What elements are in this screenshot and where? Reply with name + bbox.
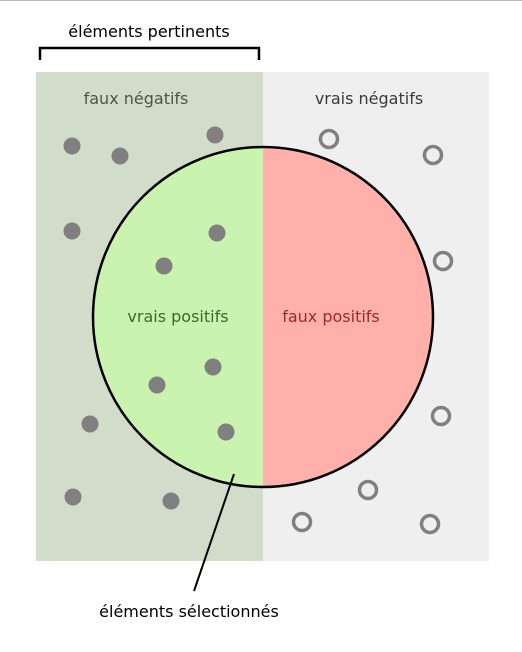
irrelevant-ring: [291, 511, 313, 533]
irrelevant-ring: [318, 128, 340, 150]
relevant-dot: [148, 376, 166, 394]
selected-pointer-line: [193, 473, 235, 592]
relevant-dot: [162, 492, 180, 510]
relevant-dot: [208, 224, 226, 242]
relevant-dot: [155, 257, 173, 275]
relevant-dot: [63, 222, 81, 240]
true-negatives-label: vrais négatifs: [315, 89, 423, 108]
false-negatives-label: faux négatifs: [84, 89, 189, 108]
irrelevant-ring: [422, 144, 444, 166]
irrelevant-ring: [357, 479, 379, 501]
relevant-elements-label: éléments pertinents: [68, 22, 229, 41]
true-positives-label: vrais positifs: [127, 307, 228, 326]
relevant-dot: [217, 423, 235, 441]
relevant-dot: [206, 126, 224, 144]
false-positives-half: [263, 147, 433, 487]
irrelevant-ring: [432, 250, 454, 272]
irrelevant-ring: [419, 513, 441, 535]
selected-elements-label: éléments sélectionnés: [99, 602, 279, 621]
relevant-dots: [63, 126, 235, 510]
top-border-line: [0, 0, 522, 1]
irrelevant-rings: [291, 128, 454, 535]
irrelevant-ring: [430, 405, 452, 427]
false-positives-label: faux positifs: [282, 307, 380, 326]
relevant-dot: [204, 358, 222, 376]
relevant-dot: [81, 415, 99, 433]
relevant-dot: [64, 488, 82, 506]
relevant-dot: [111, 147, 129, 165]
relevant-bracket: [38, 46, 261, 60]
relevant-dot: [63, 137, 81, 155]
selected-elements-circle: [91, 145, 435, 489]
